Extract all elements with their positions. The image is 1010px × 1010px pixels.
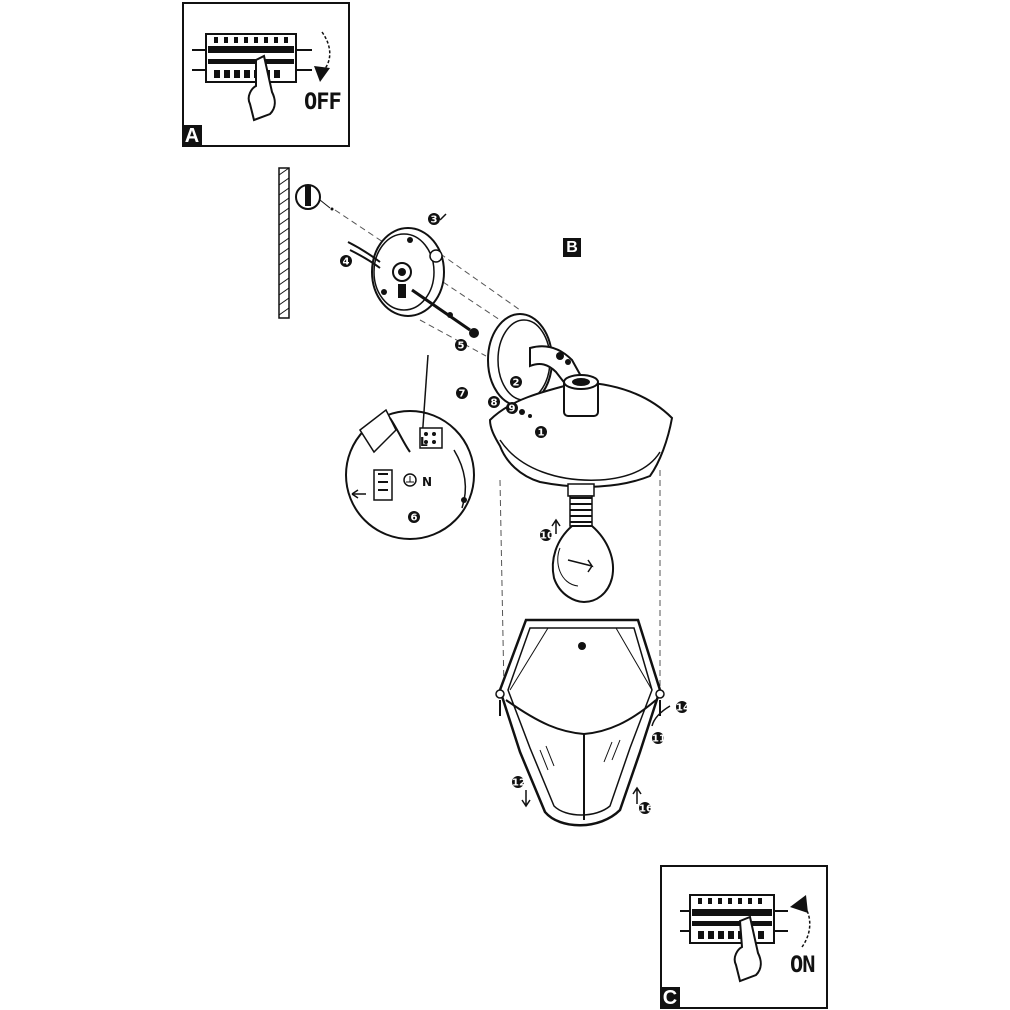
breaker-off-illustration: [192, 31, 331, 122]
breaker-on-illustration: [680, 894, 811, 983]
step-marker-16: 16: [639, 802, 653, 815]
svg-text:4: 4: [343, 257, 350, 268]
svg-text:14: 14: [676, 703, 690, 714]
step-marker-12: 12: [512, 776, 526, 789]
step-marker-11: 11: [652, 732, 666, 745]
svg-text:12: 12: [512, 778, 526, 789]
wiring-detail: [345, 354, 475, 540]
panel-switch-on: ON C: [660, 865, 828, 1009]
hand-icon: [247, 54, 276, 122]
svg-text:7: 7: [459, 389, 466, 400]
mounting-plate: [371, 227, 445, 317]
step-marker-4: 4: [340, 255, 352, 268]
step-marker-3: 3: [428, 213, 440, 226]
svg-text:8: 8: [491, 398, 498, 409]
step-marker-2: 2: [510, 376, 522, 389]
light-bulb-icon: [551, 483, 614, 604]
breaker-panel-icon: [205, 33, 297, 83]
step-marker-10: 10: [540, 529, 554, 542]
panel-switch-off: OFF A: [182, 2, 350, 147]
arrow-down-icon: [314, 66, 330, 82]
panel-b-letter: B: [563, 238, 581, 257]
wall-hatching: [278, 167, 290, 319]
on-label: ON: [790, 953, 815, 978]
step-marker-1: 1: [535, 426, 547, 439]
svg-text:2: 2: [513, 378, 520, 389]
step-marker-14: 14: [676, 701, 690, 714]
drill-icon: [295, 184, 334, 211]
svg-text:11: 11: [652, 734, 666, 745]
step-markers: 3 4 5 6 7 8 2 9 1 10 14 11 12 16: [340, 213, 690, 815]
step-marker-9: 9: [506, 402, 518, 415]
svg-text:10: 10: [540, 531, 554, 542]
neutral-wire-label: N: [422, 475, 432, 489]
hand-icon: [733, 915, 762, 983]
svg-text:16: 16: [639, 804, 653, 815]
live-wire-label: L: [420, 435, 428, 449]
svg-text:6: 6: [411, 513, 418, 524]
svg-text:9: 9: [509, 404, 516, 415]
svg-text:3: 3: [431, 215, 438, 226]
screw-icon: [411, 288, 479, 338]
svg-text:1: 1: [538, 428, 545, 439]
arrow-up-icon: [790, 895, 808, 913]
step-marker-6: 6: [408, 511, 420, 524]
svg-text:5: 5: [458, 341, 465, 352]
lamp-canopy: [488, 374, 674, 488]
step-marker-8: 8: [488, 396, 500, 409]
lantern-glass-housing: [495, 618, 665, 827]
power-cable: [347, 241, 381, 263]
step-marker-5: 5: [455, 339, 467, 352]
off-label: OFF: [304, 90, 342, 115]
panel-a-letter: A: [182, 125, 202, 147]
motion-arrows: [439, 213, 671, 808]
panel-c-letter: C: [660, 987, 680, 1009]
step-marker-7: 7: [456, 387, 468, 400]
